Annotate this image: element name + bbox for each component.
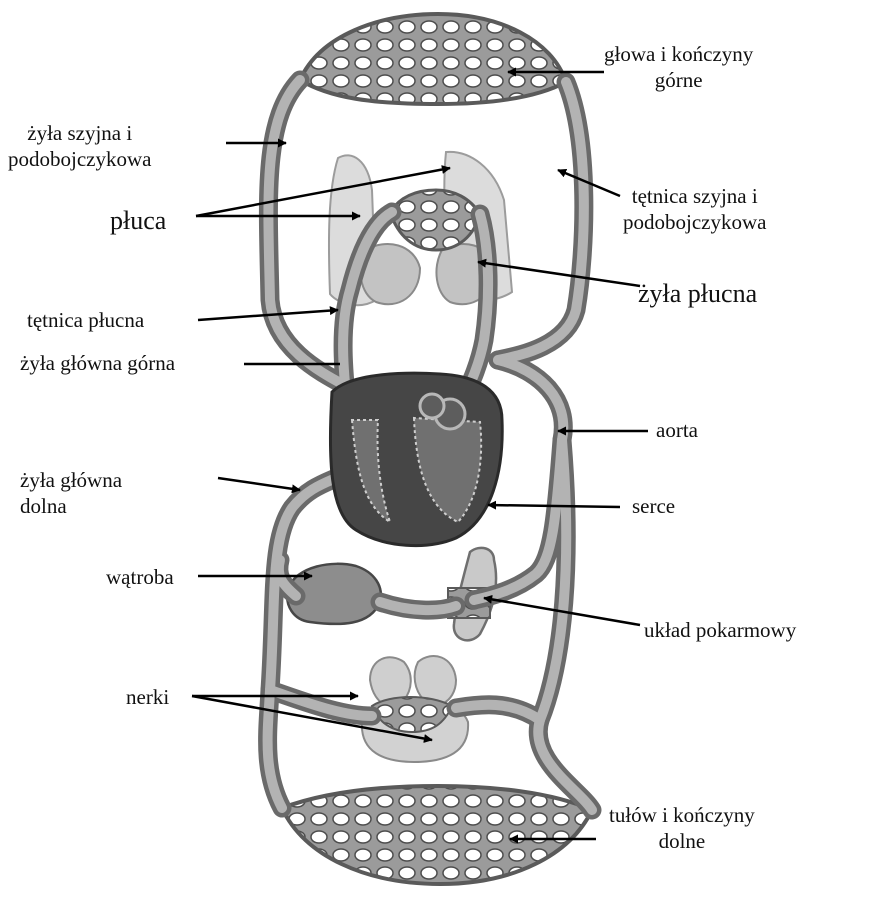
label-trunk-limbs: tułów i kończyny dolne [609, 802, 755, 855]
label-carotid: tętnica szyjna i podobojczykowa [623, 183, 766, 236]
label-aorta-text: aorta [656, 417, 698, 443]
trunk-capillary-network [282, 786, 592, 884]
label-superior-vena-cava-text: żyła główna górna [20, 350, 175, 376]
label-carotid-line2: podobojczykowa [623, 209, 766, 235]
label-trunk-limbs-line1: tułów i kończyny [609, 802, 755, 828]
label-head-limbs-line1: głowa i kończyny [604, 41, 753, 67]
label-kidneys-text: nerki [126, 684, 169, 710]
head-capillary-network [300, 14, 566, 104]
label-inferior-vena-cava-line1: żyła główna [20, 467, 122, 493]
label-digestive: układ pokarmowy [644, 617, 796, 643]
label-lungs-text: płuca [110, 205, 166, 238]
label-carotid-line1: tętnica szyjna i [623, 183, 766, 209]
label-inferior-vena-cava: żyła główna dolna [20, 467, 122, 520]
arrow-inferior-vena-cava [218, 478, 300, 490]
label-superior-vena-cava: żyła główna górna [20, 350, 175, 376]
label-jugular-vein: żyła szyjna i podobojczykowa [8, 120, 151, 173]
label-jugular-vein-line1: żyła szyjna i [8, 120, 151, 146]
label-aorta: aorta [656, 417, 698, 443]
label-pulmonary-vein-text: żyła płucna [638, 278, 757, 311]
label-trunk-limbs-line2: dolne [609, 828, 755, 854]
label-inferior-vena-cava-line2: dolna [20, 493, 122, 519]
label-digestive-text: układ pokarmowy [644, 617, 796, 643]
label-jugular-vein-line2: podobojczykowa [8, 146, 151, 172]
heart-organ [330, 373, 502, 545]
label-liver: wątroba [106, 564, 174, 590]
label-heart: serce [632, 493, 675, 519]
label-heart-text: serce [632, 493, 675, 519]
label-lungs: płuca [110, 205, 166, 238]
label-pulmonary-vein: żyła płucna [638, 278, 757, 311]
label-pulmonary-artery-text: tętnica płucna [27, 307, 144, 333]
label-head-limbs-line2: górne [604, 67, 753, 93]
label-liver-text: wątroba [106, 564, 174, 590]
label-kidneys: nerki [126, 684, 169, 710]
label-head-limbs: głowa i kończyny górne [604, 41, 753, 94]
label-pulmonary-artery: tętnica płucna [27, 307, 144, 333]
arrow-heart [488, 505, 620, 507]
